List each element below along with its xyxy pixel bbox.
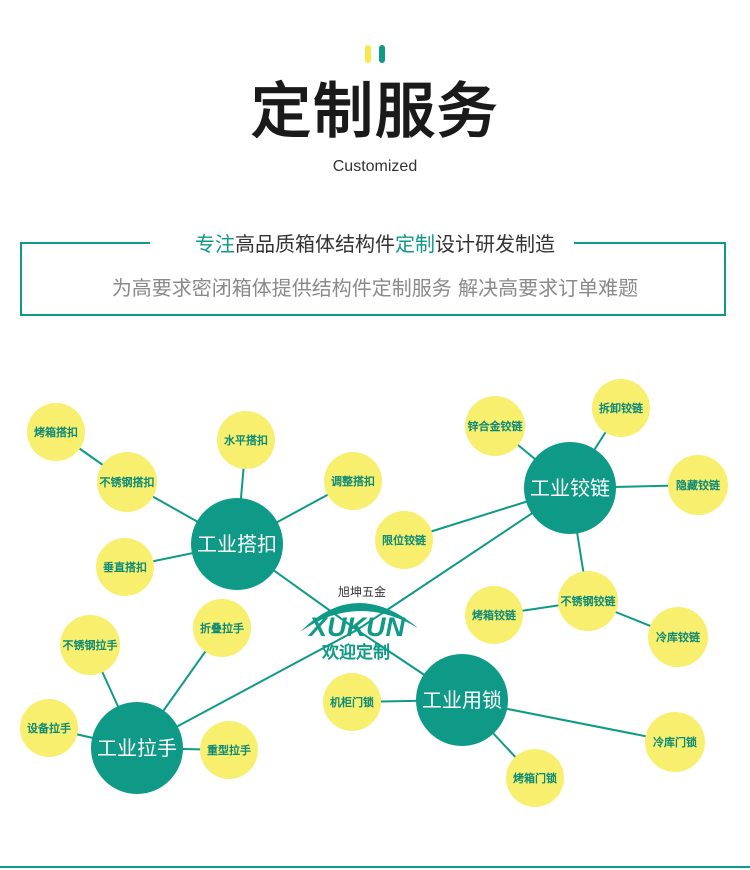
leaf-label: 锌合金铰链 [468,419,524,433]
leaf-circle [97,452,157,512]
hub-label: 工业拉手 [97,736,177,760]
leaf-node-hidden-hinge: 隐藏铰链 [668,455,728,515]
leaf-label: 烤箱搭扣 [34,425,78,439]
hub-label: 工业用锁 [422,688,502,712]
leaf-node-equip-handle: 设备拉手 [20,699,78,757]
hub-circle [91,702,183,794]
accent-bar-yellow [365,45,371,63]
leaf-circle [323,673,381,731]
leaf-node-ss-buckle: 不锈钢搭扣 [97,452,157,512]
leaf-label: 水平搭扣 [224,433,268,447]
page-title: 定制服务 [251,77,499,147]
leaf-circle [465,396,525,456]
intro-frame [20,242,726,316]
hub-label: 工业铰链 [530,476,610,500]
leaf-node-limit-hinge: 限位铰链 [375,511,433,569]
hub-circle [191,498,283,590]
intro-description: 为高要求密闭箱体提供结构件定制服务 解决高要求订单难题 [111,276,639,300]
leaf-label: 冷库门锁 [653,735,697,749]
leaf-circle [592,379,650,437]
leaf-node-detach-hinge: 拆卸铰链 [592,379,650,437]
leaf-label: 冷库铰链 [656,630,701,644]
hub-node-buckle: 工业搭扣 [191,498,283,590]
hub-label: 工业搭扣 [197,532,277,556]
hub-circle [524,442,616,534]
leaf-node-oven-lock: 烤箱门锁 [506,749,564,807]
leaf-circle [506,749,564,807]
hub-circle [416,654,508,746]
logo-brand-cn: 旭坤五金 [338,584,386,599]
leaf-circle [60,615,120,675]
leaf-node-vertical-buckle: 垂直搭扣 [96,538,154,596]
leaf-label: 重型拉手 [207,743,251,757]
leaf-circle [465,586,523,644]
leaf-label: 机柜门锁 [330,695,374,709]
leaf-node-level-buckle: 水平搭扣 [217,411,275,469]
leaf-node-cabinet-lock: 机柜门锁 [323,673,381,731]
logo-brand-en: XUKUN [307,612,406,642]
frame-top-right [574,242,726,244]
leaf-circle [648,607,708,667]
leaf-label: 隐藏铰链 [676,478,721,492]
leaf-label: 不锈钢铰链 [561,594,617,608]
intro-heading: 专注高品质箱体结构件定制设计研发制造 [0,229,750,259]
leaf-node-heavy-handle: 重型拉手 [200,721,258,779]
leaf-circle [200,721,258,779]
leaf-node-adjust-buckle: 调整搭扣 [324,452,382,510]
leaf-node-cold-hinge: 冷库铰链 [648,607,708,667]
bottom-divider [0,866,750,868]
leaf-label: 拆卸铰链 [599,401,644,415]
leaf-circle [645,712,705,772]
intro-heading-part: 定制 [395,232,435,256]
leaf-circle [27,403,85,461]
logo-swoosh-icon [300,602,418,632]
accent-bar-teal [379,45,385,63]
hub-node-handle: 工业拉手 [91,702,183,794]
intro-heading-part: 高品质箱体结构件 [235,232,395,256]
hub-node-lock: 工业用锁 [416,654,508,746]
title-accent-bars [365,45,389,63]
frame-top-left [20,242,150,244]
leaf-label: 垂直搭扣 [103,560,147,574]
intro-heading-part: 设计研发制造 [435,232,555,256]
leaf-circle [217,411,275,469]
hub-node-hinge: 工业铰链 [524,442,616,534]
brand-logo: 旭坤五金 XUKUN 欢迎定制 [300,584,418,663]
leaf-label: 限位铰链 [382,533,427,547]
leaf-circle [375,511,433,569]
leaf-circle [96,538,154,596]
leaf-node-ss-hinge: 不锈钢铰链 [558,571,618,631]
leaf-label: 烤箱铰链 [472,608,517,622]
leaf-node-oven-hinge: 烤箱铰链 [465,586,523,644]
leaf-circle [324,452,382,510]
leaf-node-ss-handle: 不锈钢拉手 [60,615,120,675]
leaf-circle [558,571,618,631]
page-subtitle: Customized [332,158,418,175]
leaf-circle [668,455,728,515]
leaf-circle [193,599,251,657]
leaf-label: 折叠拉手 [200,621,244,635]
logo-slogan: 欢迎定制 [321,642,390,663]
leaf-label: 不锈钢搭扣 [100,475,155,489]
intro-heading-part: 专注 [195,232,235,256]
leaf-label: 不锈钢拉手 [63,638,118,652]
leaf-node-oven-buckle: 烤箱搭扣 [27,403,85,461]
leaf-label: 调整搭扣 [331,474,375,488]
leaf-node-zinc-hinge: 锌合金铰链 [465,396,525,456]
leaf-node-cold-lock: 冷库门锁 [645,712,705,772]
leaf-label: 设备拉手 [27,721,71,735]
leaf-circle [20,699,78,757]
leaf-label: 烤箱门锁 [513,771,557,785]
leaf-node-fold-handle: 折叠拉手 [193,599,251,657]
